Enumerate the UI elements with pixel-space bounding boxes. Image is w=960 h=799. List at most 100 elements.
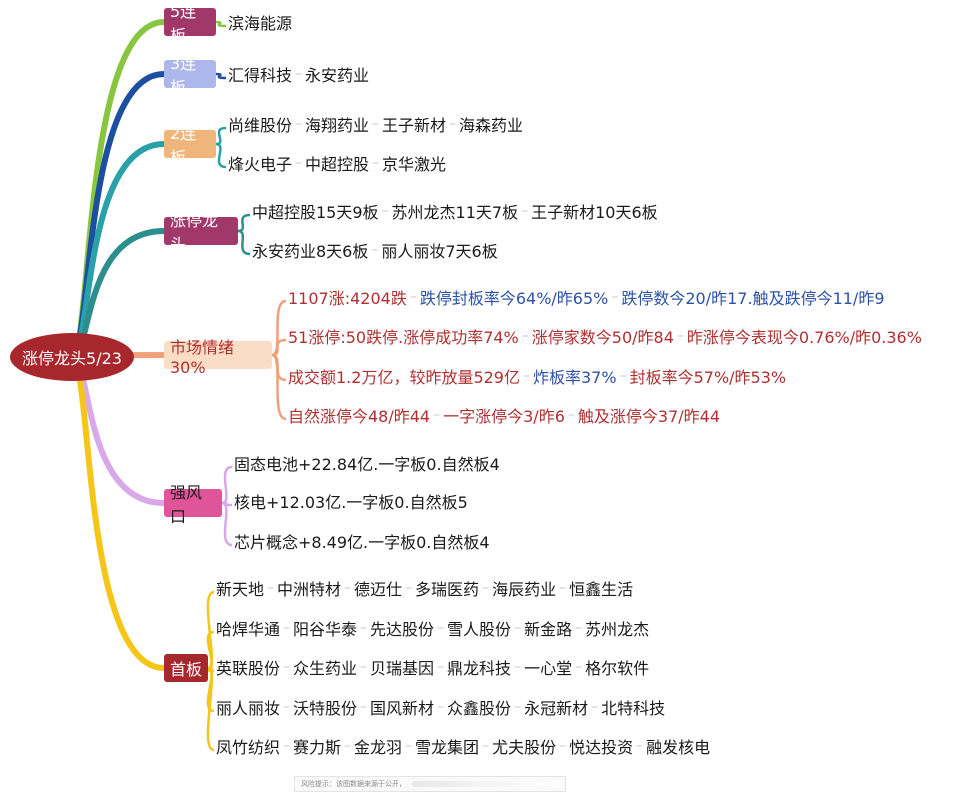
connector-dash: – xyxy=(559,580,567,596)
item-node[interactable]: 51涨停:50跌停.涨停成功率74% xyxy=(288,328,519,347)
item-node[interactable]: 中洲特材 xyxy=(277,580,342,599)
item-node[interactable]: 永安药业8天6板 xyxy=(252,242,369,261)
item-node[interactable]: 中超控股 xyxy=(305,155,370,174)
item-node[interactable]: 沃特股份 xyxy=(293,699,358,718)
connector-dash: – xyxy=(371,242,379,258)
connector-dash: – xyxy=(514,659,522,675)
item-node[interactable]: 跌停封板率今64%/昨65% xyxy=(419,289,609,308)
item-node[interactable]: 核电+12.03亿.一字板0.自然板5 xyxy=(234,493,468,512)
item-node[interactable]: 触及涨停今37/昨44 xyxy=(577,407,721,426)
category-node[interactable]: 2连板 xyxy=(164,124,216,167)
item-node[interactable]: 丽人丽妆 xyxy=(216,699,281,718)
item-node[interactable]: 金龙羽 xyxy=(354,738,403,757)
item-row: 1107涨:4204跌–跌停封板率今64%/昨65%–跌停数今20/昨17.触及… xyxy=(288,285,885,309)
sub-branch-line xyxy=(237,213,251,233)
item-node[interactable]: 封板率今57%/昨53% xyxy=(629,368,787,387)
item-node[interactable]: 尚维股份 xyxy=(228,116,293,135)
connector-dash: – xyxy=(295,155,303,171)
connector-dash: – xyxy=(611,289,619,305)
item-node[interactable]: 海辰药业 xyxy=(492,580,557,599)
item-row: 烽火电子–中超控股–京华激光 xyxy=(228,151,446,175)
category-node[interactable]: 市场情绪30% xyxy=(164,338,272,377)
item-node[interactable]: 海翔药业 xyxy=(305,116,370,135)
item-node[interactable]: 雪龙集团 xyxy=(415,738,480,757)
item-node[interactable]: 永安药业 xyxy=(305,66,370,85)
item-node[interactable]: 王子新材10天6板 xyxy=(531,203,658,222)
connector-dash: – xyxy=(567,407,575,423)
item-node[interactable]: 新天地 xyxy=(216,580,265,599)
item-node[interactable]: 中超控股15天9板 xyxy=(252,203,379,222)
connector-dash: – xyxy=(360,699,368,715)
item-node[interactable]: 苏州龙杰 xyxy=(585,620,650,639)
connector-dash: – xyxy=(381,203,389,219)
item-row: 核电+12.03亿.一字板0.自然板5 xyxy=(234,489,468,513)
item-node[interactable]: 鼎龙科技 xyxy=(447,659,512,678)
item-node[interactable]: 烽火电子 xyxy=(228,155,293,174)
item-node[interactable]: 滨海能源 xyxy=(228,14,293,33)
item-node[interactable]: 京华激光 xyxy=(382,155,447,174)
item-node[interactable]: 王子新材 xyxy=(382,116,447,135)
item-node[interactable]: 丽人丽妆7天6板 xyxy=(381,242,498,261)
item-node[interactable]: 凤竹纺织 xyxy=(216,738,281,757)
category-node[interactable]: 3连板 xyxy=(164,54,216,97)
root-label: 涨停龙头5/23 xyxy=(22,349,122,368)
item-node[interactable]: 一心堂 xyxy=(524,659,573,678)
item-node[interactable]: 昨涨停今表现今0.76%/昨0.36% xyxy=(686,328,922,347)
item-node[interactable]: 固态电池+22.84亿.一字板0.自然板4 xyxy=(234,455,500,474)
item-node[interactable]: 悦达投资 xyxy=(569,738,634,757)
item-node[interactable]: 哈焊华通 xyxy=(216,620,281,639)
item-node[interactable]: 赛力斯 xyxy=(293,738,342,757)
sub-branch-line xyxy=(206,666,215,752)
item-node[interactable]: 永冠新材 xyxy=(524,699,589,718)
item-row: 51涨停:50跌停.涨停成功率74%–涨停家数今50/昨84–昨涨停今表现今0.… xyxy=(288,324,922,348)
item-node[interactable]: 国风新材 xyxy=(370,699,435,718)
connector-dash: – xyxy=(514,620,522,636)
item-node[interactable]: 多瑞医药 xyxy=(415,580,480,599)
risk-notice-text: 风险提示：该图数据来源于公开， xyxy=(301,780,406,788)
item-node[interactable]: 新金路 xyxy=(524,620,573,639)
category-label: 2连板 xyxy=(170,124,197,167)
item-node[interactable]: 成交额1.2万亿，较昨放量529亿 xyxy=(288,368,520,387)
item-node[interactable]: 自然涨停今48/昨44 xyxy=(288,407,431,426)
item-node[interactable]: 德迈仕 xyxy=(354,580,403,599)
sub-branch-line xyxy=(215,20,227,28)
sub-branch-line xyxy=(215,126,227,146)
item-node[interactable]: 1107涨:4204跌 xyxy=(288,289,407,308)
item-node[interactable]: 先达股份 xyxy=(370,620,435,639)
item-node[interactable]: 一字涨停今3/昨6 xyxy=(443,407,565,426)
item-row: 自然涨停今48/昨44–一字涨停今3/昨6–触及涨停今37/昨44 xyxy=(288,403,720,427)
category-node[interactable]: 首板 xyxy=(164,654,208,682)
item-node[interactable]: 芯片概念+8.49亿.一字板0.自然板4 xyxy=(234,533,490,552)
connector-dash: – xyxy=(405,738,413,754)
item-node[interactable]: 汇得科技 xyxy=(228,66,293,85)
connector-dash: – xyxy=(283,659,291,675)
item-node[interactable]: 尤夫股份 xyxy=(492,738,557,757)
connector-dash: – xyxy=(559,738,567,754)
item-node[interactable]: 阳谷华泰 xyxy=(293,620,358,639)
root-node[interactable]: 涨停龙头5/23 xyxy=(10,333,134,381)
item-node[interactable]: 众鑫股份 xyxy=(447,699,512,718)
item-row: 芯片概念+8.49亿.一字板0.自然板4 xyxy=(234,529,490,553)
item-node[interactable]: 众生药业 xyxy=(293,659,358,678)
item-node[interactable]: 涨停家数今50/昨84 xyxy=(531,328,674,347)
connector-dash: – xyxy=(283,738,291,754)
category-node[interactable]: 涨停龙头 xyxy=(164,211,238,254)
category-node[interactable]: 强风口 xyxy=(164,483,222,526)
item-row: 中超控股15天9板–苏州龙杰11天7板–王子新材10天6板 xyxy=(252,199,658,223)
connector-dash: – xyxy=(521,203,529,219)
item-node[interactable]: 融发核电 xyxy=(646,738,711,757)
connector-dash: – xyxy=(437,699,445,715)
item-node[interactable]: 恒鑫生活 xyxy=(569,580,634,599)
item-node[interactable]: 格尔软件 xyxy=(585,659,650,678)
category-node[interactable]: 5连板 xyxy=(164,2,216,45)
item-node[interactable]: 跌停数今20/昨17.触及跌停今11/昨9 xyxy=(621,289,885,308)
item-node[interactable]: 雪人股份 xyxy=(447,620,512,639)
item-node[interactable]: 贝瑞基因 xyxy=(370,659,435,678)
item-node[interactable]: 苏州龙杰11天7板 xyxy=(391,203,519,222)
connector-dash: – xyxy=(372,116,380,132)
item-node[interactable]: 英联股份 xyxy=(216,659,281,678)
item-node[interactable]: 炸板率37% xyxy=(533,368,617,387)
item-node[interactable]: 北特科技 xyxy=(601,699,666,718)
item-node[interactable]: 海森药业 xyxy=(459,116,524,135)
item-row: 新天地–中洲特材–德迈仕–多瑞医药–海辰药业–恒鑫生活 xyxy=(216,576,633,600)
